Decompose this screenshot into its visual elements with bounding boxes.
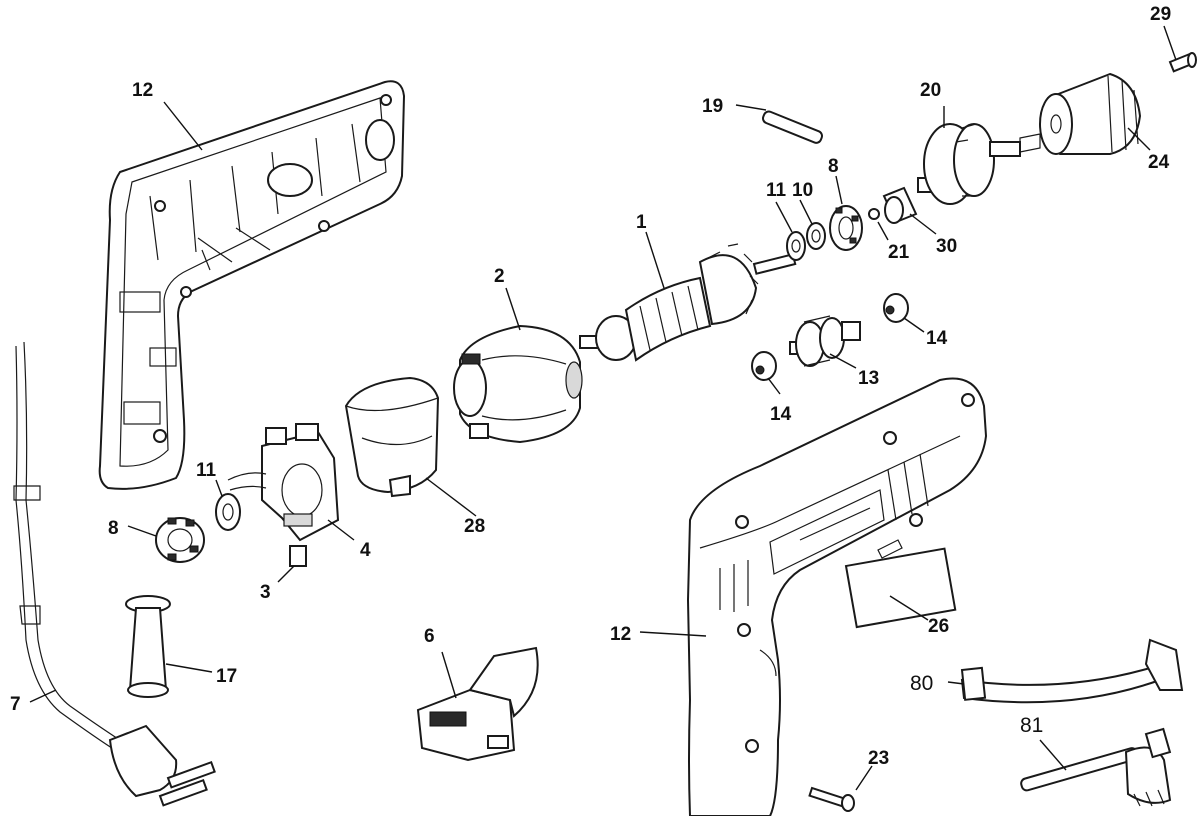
fan-baffle	[344, 376, 440, 498]
callout-3: 3	[260, 582, 271, 603]
housing-half-left	[98, 80, 406, 490]
bearing-14-right	[883, 293, 909, 323]
callout-6: 6	[424, 626, 435, 647]
power-cord	[13, 341, 216, 807]
callout-19: 19	[702, 96, 723, 117]
washer-10	[806, 222, 826, 250]
callout-4: 4	[360, 540, 371, 561]
nameplate-label	[844, 547, 957, 629]
carbon-brush	[289, 545, 307, 567]
callout-labels: 12 19 20 29 24 8 11 10 1 21 30 2 14 13 1…	[10, 4, 1171, 769]
intermediate-gear	[789, 315, 861, 367]
callout-11-left: 11	[196, 460, 217, 481]
brush-holder	[227, 423, 340, 542]
callout-10: 10	[792, 180, 813, 201]
leader-lines	[29, 25, 1177, 791]
housing-half-right	[686, 377, 988, 816]
cord-protector	[125, 595, 171, 698]
bearing-14-low	[751, 351, 777, 381]
callout-2: 2	[494, 266, 505, 287]
callout-23: 23	[868, 748, 889, 769]
callout-7: 7	[10, 694, 21, 715]
bearing-ring-top	[829, 205, 863, 251]
washer-left	[215, 493, 241, 531]
callout-24: 24	[1148, 152, 1170, 173]
chuck-key	[1020, 727, 1172, 807]
chuck-key-holder	[762, 110, 823, 144]
callout-13: 13	[858, 368, 879, 389]
callout-12-mid: 12	[610, 624, 631, 645]
callout-21: 21	[888, 242, 910, 263]
drill-chuck	[1039, 72, 1142, 155]
callout-29: 29	[1150, 4, 1171, 25]
callout-28: 28	[464, 516, 485, 537]
spacer-sleeve	[882, 186, 918, 224]
callout-14-right: 14	[926, 328, 948, 349]
callout-1: 1	[636, 212, 647, 233]
side-handle-band	[960, 638, 1184, 704]
chuck-screw	[1168, 52, 1197, 73]
callout-81: 81	[1020, 714, 1043, 737]
motor-field	[453, 324, 583, 444]
brush-ring-left	[155, 517, 205, 563]
callout-20: 20	[920, 80, 941, 101]
callout-80: 80	[910, 672, 933, 695]
callout-8-top: 8	[828, 156, 839, 177]
armature	[579, 243, 797, 362]
callout-14-low: 14	[770, 404, 792, 425]
callout-12-top: 12	[132, 80, 153, 101]
trigger-switch	[416, 646, 539, 762]
callout-8-left: 8	[108, 518, 119, 539]
spindle-gear	[917, 123, 1041, 205]
callout-26: 26	[928, 616, 949, 637]
callout-30: 30	[936, 236, 957, 257]
callout-11-top: 11	[766, 180, 787, 201]
ball-bearing	[868, 208, 880, 220]
housing-screw	[808, 786, 855, 812]
callout-17: 17	[216, 666, 237, 687]
washer-11-top	[786, 231, 806, 261]
